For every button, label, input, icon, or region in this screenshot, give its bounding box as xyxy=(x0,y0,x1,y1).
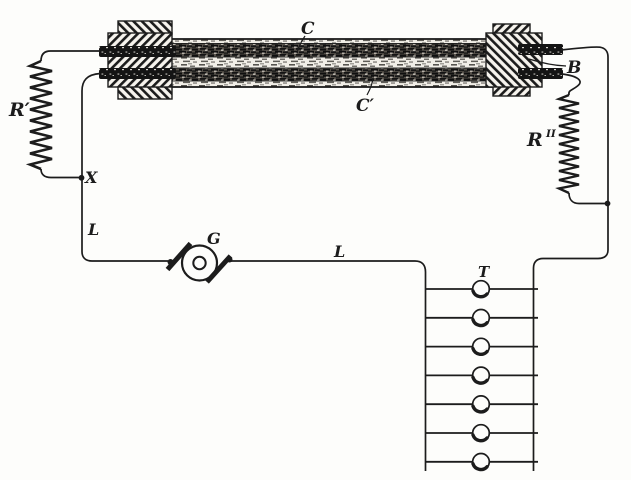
battery-cell xyxy=(425,395,538,414)
junction-right-dot xyxy=(604,200,611,207)
left-end-cap xyxy=(107,20,173,100)
left-cap-bottom-collar xyxy=(117,85,173,100)
wire-tube-to-junction-x xyxy=(81,72,101,177)
leader-outer-tube xyxy=(296,35,306,54)
left-top-rod xyxy=(99,46,176,57)
battery-cell xyxy=(425,308,538,328)
wire-junction-x-to-galvanometer xyxy=(81,178,168,262)
right-top-rod xyxy=(518,44,563,55)
label-leaders xyxy=(296,35,567,96)
label-outer-tube: C xyxy=(301,19,315,39)
tube-inner-wall xyxy=(163,67,493,82)
wire-resistor-left-bottom-lead xyxy=(40,168,79,179)
label-battery: T xyxy=(478,263,491,281)
galvanometer-left-bar xyxy=(165,241,193,272)
leader-terminal-b xyxy=(528,58,567,67)
wire-resistor-right-bottom-lead xyxy=(568,192,606,205)
galvanometer-symbol xyxy=(165,241,233,284)
label-resistor-right: R xyxy=(526,129,543,151)
battery-cell xyxy=(425,423,538,443)
experimental-tube xyxy=(163,38,493,88)
wire-right-vertical-to-battery-right-rail xyxy=(532,57,609,471)
junction-x-dot xyxy=(78,174,85,181)
label-terminal-b: B xyxy=(566,58,581,78)
tube-upper-conductor xyxy=(163,43,493,58)
wire-right-bottom-rod-to-resistor xyxy=(561,73,581,96)
left-bottom-rod xyxy=(99,68,176,79)
resistor-left-coil xyxy=(25,59,53,171)
battery-cell xyxy=(425,366,538,385)
resistor-right-coil xyxy=(554,93,580,195)
left-terminal-rods xyxy=(99,46,176,79)
label-junction-x: X xyxy=(84,168,98,187)
right-terminal-rods xyxy=(518,44,563,79)
leader-inner-tube xyxy=(366,77,374,96)
galvanometer-needle-axis xyxy=(192,255,207,271)
circuit-wires xyxy=(40,46,609,471)
battery-cell xyxy=(425,279,538,299)
label-resistor-right-superscript: II xyxy=(545,128,557,140)
wire-resistor-left-to-tube xyxy=(40,50,100,62)
battery-cell xyxy=(425,337,538,356)
battery-cell xyxy=(425,452,538,472)
battery-cells xyxy=(425,279,538,472)
label-lead-main: L xyxy=(333,242,345,261)
left-cap-top-collar xyxy=(117,20,173,35)
label-lead-left: L xyxy=(87,220,99,239)
wire-right-top-rod-to-vertical xyxy=(560,46,609,58)
galvanometer-right-bar xyxy=(205,254,233,284)
wire-galvanometer-to-battery-left-rail xyxy=(231,260,427,471)
label-inner-tube: C′ xyxy=(356,96,375,116)
right-bottom-rod xyxy=(518,68,563,79)
label-resistor-left: R′ xyxy=(8,99,30,121)
label-galvanometer: G xyxy=(207,229,221,248)
